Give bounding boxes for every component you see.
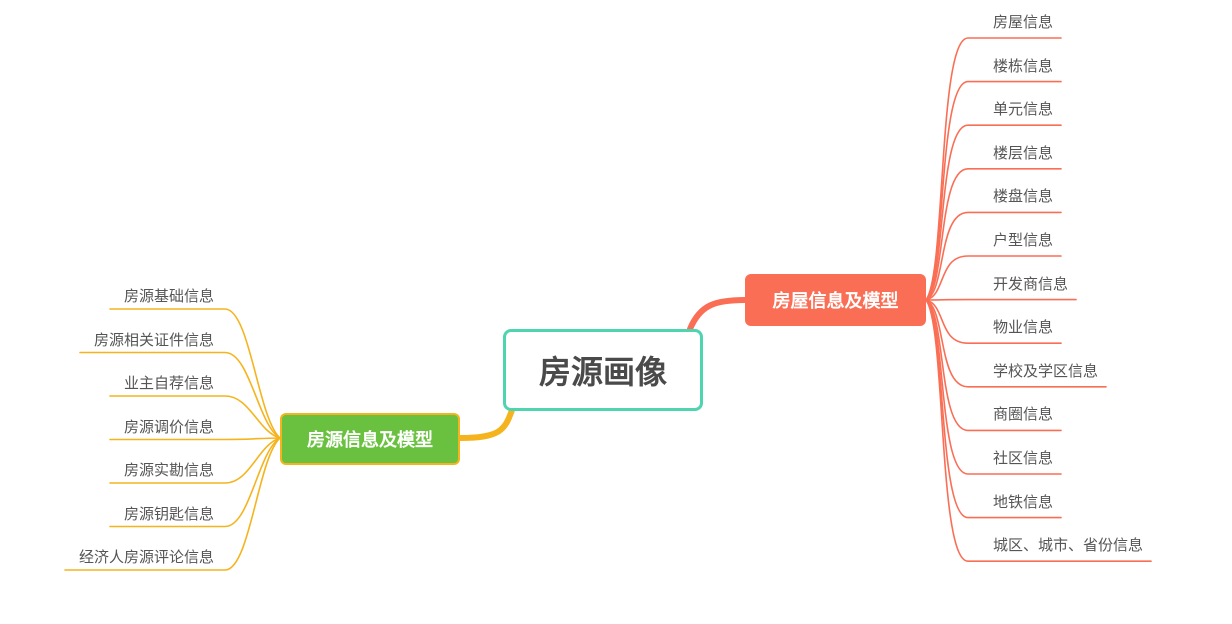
right-subtopic-3[interactable]: 单元信息 [993,100,1054,119]
left-subtopic-connector-7 [64,437,281,571]
right-subtopic-2[interactable]: 楼栋信息 [993,56,1054,75]
central-to-right-connector [687,297,748,332]
right-subtopic-6[interactable]: 户型信息 [993,231,1054,249]
left-subtopic-7[interactable]: 经济人房源评论信息 [78,548,214,566]
right-subtopic-5[interactable]: 楼盘信息 [993,187,1054,206]
right-subtopic-connector-2 [925,80,1062,301]
right-subtopic-connector-3 [925,124,1062,301]
right-main-topic[interactable]: 房屋信息及模型 [745,274,926,326]
left-subtopic-1[interactable]: 房源基础信息 [123,287,214,305]
right-subtopic-connector-11 [925,299,1062,475]
right-subtopic-connector-8 [925,299,1062,344]
left-subtopic-connector-3 [109,395,281,439]
right-subtopic-12[interactable]: 地铁信息 [993,492,1054,511]
right-subtopic-connector-1 [925,37,1062,301]
left-subtopic-6[interactable]: 房源钥匙信息 [123,504,214,523]
central-topic-label: 房源画像 [538,353,667,391]
right-subtopic-10[interactable]: 商圈信息 [993,405,1054,424]
right-subtopic-13[interactable]: 城区、城市、省份信息 [993,536,1144,555]
left-subtopic-4[interactable]: 房源调价信息 [123,417,214,436]
right-subtopic-8[interactable]: 物业信息 [993,318,1054,337]
left-subtopic-connector-5 [109,437,281,484]
right-subtopic-connector-5 [925,211,1062,301]
right-subtopic-4[interactable]: 楼层信息 [993,143,1054,162]
left-subtopic-connector-2 [79,351,281,439]
right-subtopic-connector-4 [925,168,1062,301]
central-topic[interactable]: 房源画像 [503,329,703,411]
right-main-topic-label: 房屋信息及模型 [772,291,899,312]
left-subtopic-connector-6 [109,437,281,528]
left-subtopic-connector-4 [109,437,281,441]
left-subtopic-5[interactable]: 房源实勘信息 [123,461,214,479]
right-subtopic-connector-6 [925,255,1062,301]
left-subtopic-3[interactable]: 业主自荐信息 [123,374,214,392]
right-subtopic-7[interactable]: 开发商信息 [993,274,1069,293]
right-subtopic-connector-9 [925,299,1107,388]
left-main-topic-label: 房源信息及模型 [307,430,433,451]
left-subtopic-2[interactable]: 房源相关证件信息 [93,330,214,349]
left-subtopic-connector-1 [109,308,281,439]
left-main-topic[interactable]: 房源信息及模型 [280,413,460,465]
right-subtopic-9[interactable]: 学校及学区信息 [993,361,1099,380]
central-to-left-connector [457,407,515,441]
right-subtopic-1[interactable]: 房屋信息 [993,13,1054,31]
right-subtopic-connector-10 [925,299,1062,432]
right-subtopic-connector-13 [925,299,1152,562]
right-subtopic-11[interactable]: 社区信息 [993,449,1054,467]
